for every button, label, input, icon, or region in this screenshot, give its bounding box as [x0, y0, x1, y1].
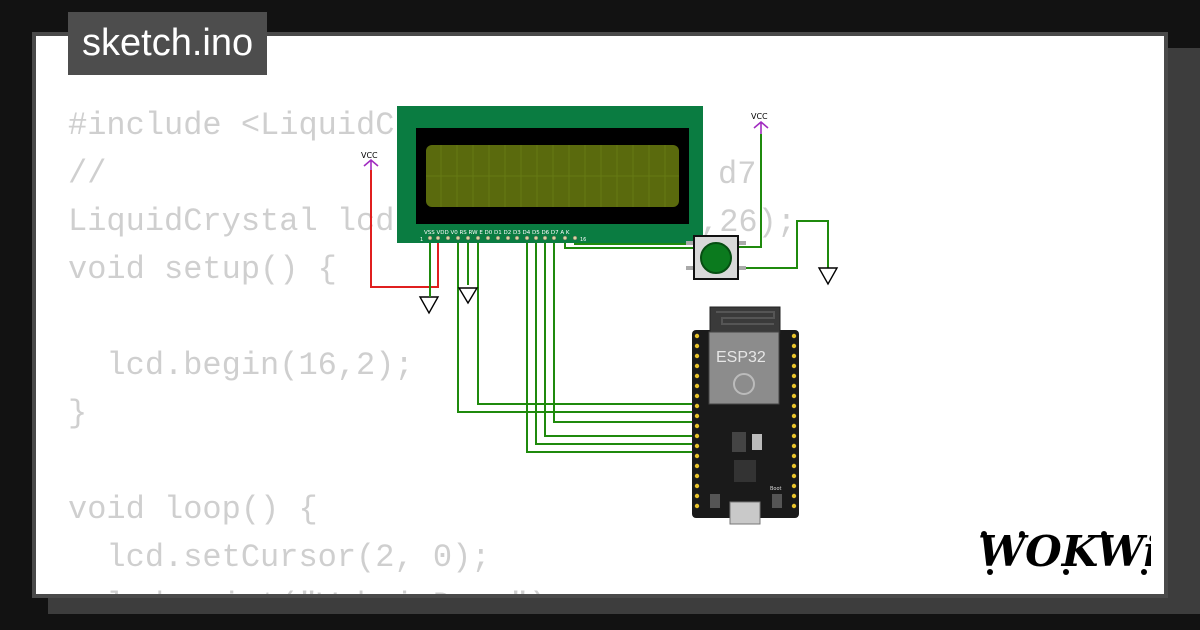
- lcd-pin-last: 16: [580, 237, 586, 243]
- vcc-label-right: VCC: [751, 112, 768, 121]
- code-line: lcd.setCursor(2, 0);: [68, 539, 491, 576]
- lcd-pin-first: 1: [420, 237, 423, 243]
- code-editor: #include <LiquidC // LiquidCrystal lcd v…: [68, 102, 567, 594]
- boot-label: Boot: [770, 486, 782, 492]
- code-line: void setup() {: [68, 251, 337, 288]
- code-line: #include <LiquidC: [68, 107, 395, 144]
- code-line: void loop() {: [68, 491, 318, 528]
- vcc-label-left: VCC: [361, 151, 378, 160]
- ground-icon: [418, 296, 440, 315]
- usb-port-icon: [729, 501, 761, 525]
- esp32-pin-header: [694, 333, 797, 509]
- logo-text: WOKWi: [978, 527, 1151, 576]
- esp32-board: ESP32 Boot: [692, 306, 799, 525]
- wokwi-logo: WOKWi: [978, 527, 1151, 576]
- signal-wires: [429, 134, 829, 453]
- ground-icon: [457, 287, 479, 305]
- ground-symbols: [418, 267, 839, 315]
- code-overlay-args: ,26);: [700, 204, 796, 241]
- code-line: //: [68, 155, 107, 192]
- file-tab[interactable]: sketch.ino: [68, 12, 268, 75]
- code-line: lcd.print("Wokwi Demo");: [68, 587, 567, 594]
- code-overlay-d7: d7: [718, 156, 756, 193]
- logo-chip-icon: [981, 531, 1147, 575]
- ground-icon: [817, 267, 839, 286]
- lcd-pin-header: [427, 235, 578, 241]
- code-line: }: [68, 395, 88, 432]
- lcd-display: VSS VDD V0 RS RW E D0 D1 D2 D3 D4 D5 D6 …: [397, 106, 703, 243]
- esp32-label: ESP32: [716, 349, 766, 366]
- power-wire: [370, 170, 439, 288]
- push-button: [686, 235, 746, 280]
- espressif-logo-icon: [733, 373, 755, 395]
- code-line: lcd.begin(16,2);: [68, 347, 414, 384]
- lcd-pin-labels: VSS VDD V0 RS RW E D0 D1 D2 D3 D4 D5 D6 …: [424, 230, 570, 236]
- code-line: LiquidCrystal lcd: [68, 203, 395, 240]
- vcc-symbol-right: [753, 120, 769, 134]
